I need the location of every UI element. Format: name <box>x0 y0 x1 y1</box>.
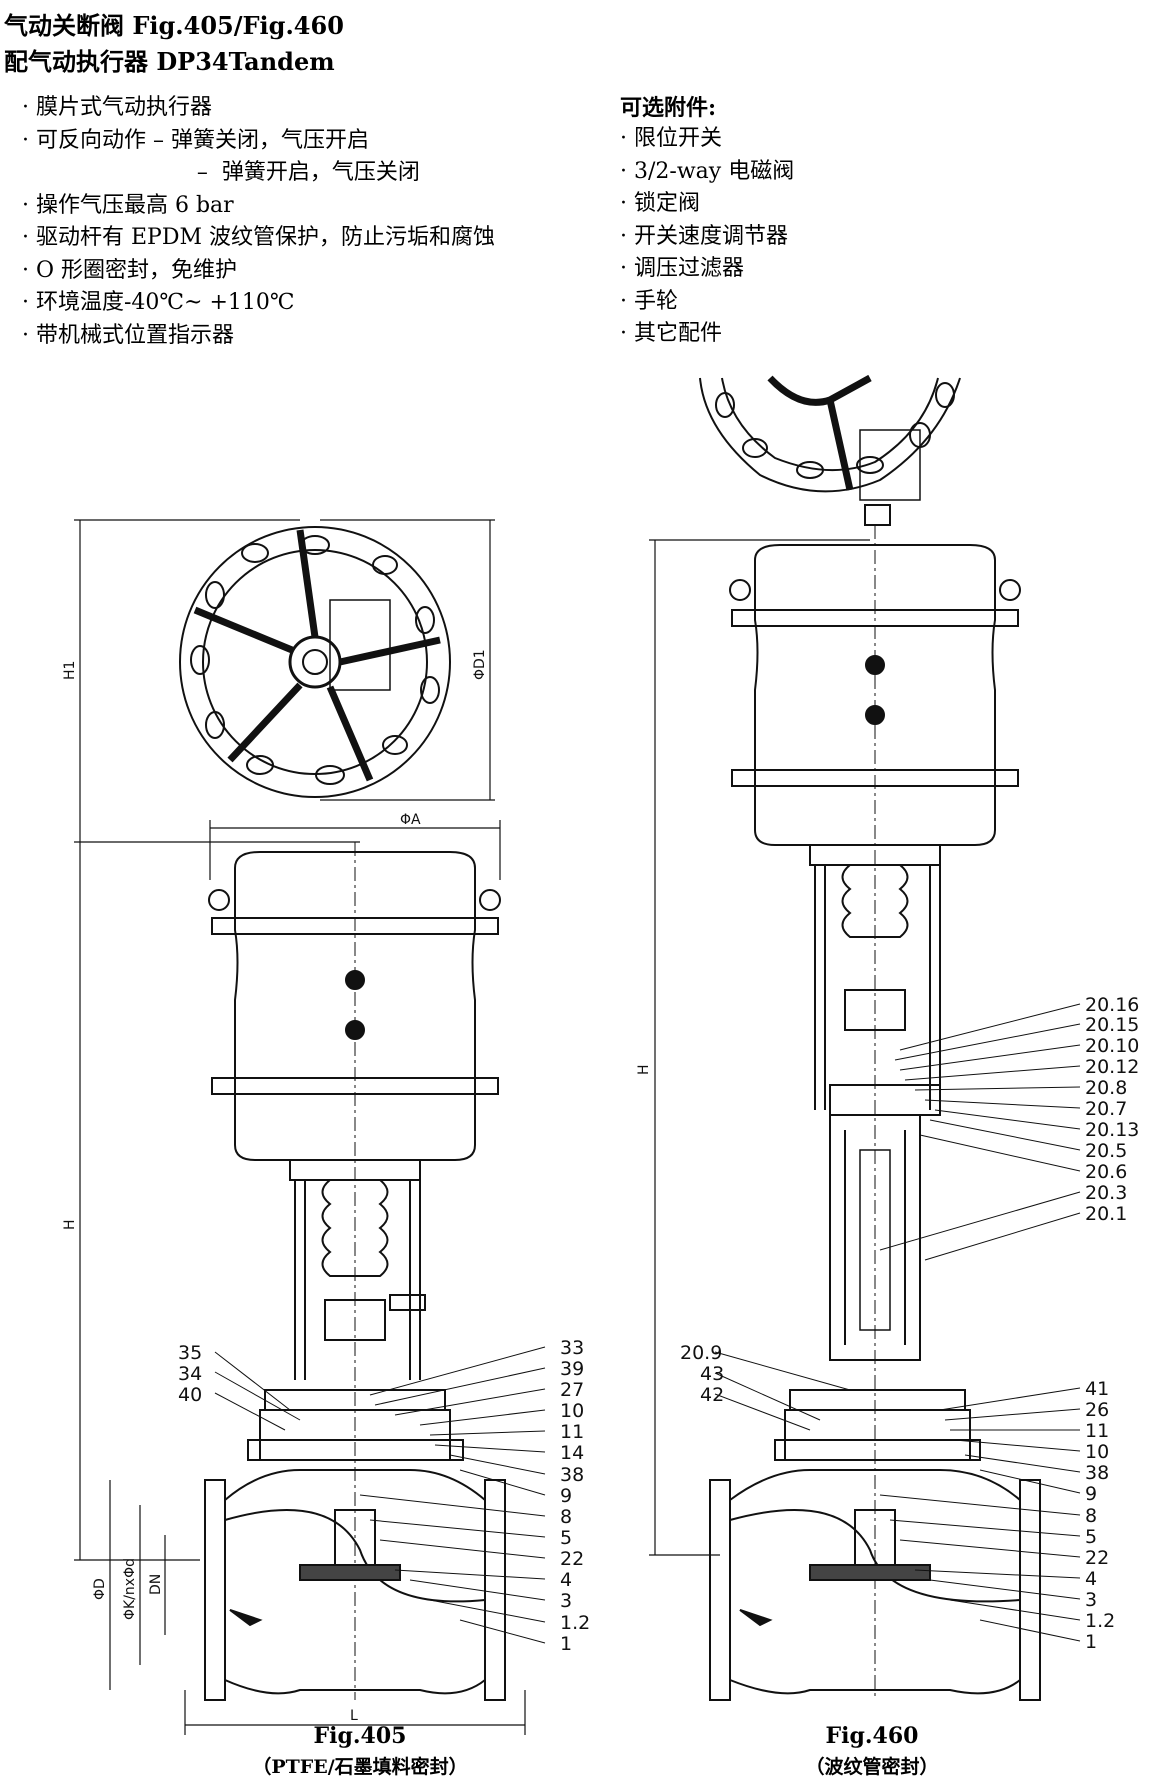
part-label: 5 <box>1085 1526 1097 1548</box>
feature-item: · 驱动杆有 EPDM 波纹管保护，防止污垢和腐蚀 <box>22 225 496 250</box>
fig405-dimension-lines <box>74 519 526 1735</box>
feature-item: · O 形圈密封，免维护 <box>22 257 238 283</box>
feature-item: · 膜片式气动执行器 <box>22 95 212 120</box>
part-label: 41 <box>1085 1378 1109 1400</box>
option-item: · 3/2-way 电磁阀 <box>620 158 795 184</box>
option-item: · 限位开关 <box>620 126 722 151</box>
part-label: 26 <box>1085 1399 1109 1421</box>
part-label: 4 <box>1085 1568 1097 1590</box>
part-label: 33 <box>560 1337 584 1359</box>
feature-item: · 可反向动作 – 弹簧关闭，气压开启 <box>22 127 369 153</box>
fig460-drawing: H <box>636 374 1139 1701</box>
dim-H: H <box>62 1219 78 1230</box>
part-label: 43 <box>700 1363 724 1385</box>
part-label: 38 <box>1085 1462 1109 1484</box>
options-title: 可选附件: <box>620 95 717 121</box>
options-list: · 限位开关 · 3/2-way 电磁阀 · 锁定阀 · 开关速度调节器 · 调… <box>620 123 794 351</box>
part-label: 27 <box>560 1379 584 1401</box>
part-label: 20.9 <box>680 1342 722 1364</box>
part-label: 20.1 <box>1085 1203 1127 1225</box>
page-subtitle: 配气动执行器 DP34Tandem <box>4 47 335 76</box>
part-label: 22 <box>560 1548 584 1570</box>
part-label: 10 <box>560 1400 584 1422</box>
dim-L: L <box>350 1708 358 1724</box>
part-label: 8 <box>1085 1505 1097 1527</box>
fig405-leaders <box>214 1346 546 1644</box>
part-label: 20.13 <box>1085 1119 1139 1141</box>
part-label: 9 <box>1085 1483 1097 1505</box>
part-label: 34 <box>178 1363 202 1385</box>
dim-D1: ΦD1 <box>472 649 488 680</box>
fig460-body <box>709 1389 1041 1701</box>
part-label: 20.7 <box>1085 1098 1127 1120</box>
fig460-subcaption: （波纹管密封） <box>805 1756 939 1778</box>
part-label: 10 <box>1085 1441 1109 1463</box>
fig460-part-labels: 20.16 20.15 20.10 20.12 20.8 20.7 20.13 … <box>680 994 1139 1653</box>
part-label: 20.16 <box>1085 994 1139 1016</box>
part-label: 22 <box>1085 1547 1109 1569</box>
fig460-dimension-lines <box>649 539 870 1556</box>
part-label: 40 <box>178 1384 202 1406</box>
fig460-caption: Fig.460 <box>825 1723 919 1749</box>
dim-A: ΦA <box>400 812 421 828</box>
feature-list: · 膜片式气动执行器 · 可反向动作 – 弹簧关闭，气压开启 – 弹簧开启，气压… <box>22 92 495 352</box>
part-label: 1.2 <box>1085 1610 1115 1632</box>
part-label: 20.6 <box>1085 1161 1127 1183</box>
fig405-subcaption: （PTFE/石墨填料密封） <box>252 1756 468 1778</box>
part-label: 14 <box>560 1442 584 1464</box>
part-label: 5 <box>560 1527 572 1549</box>
feature-item: · 环境温度-40℃~ +110℃ <box>22 290 295 315</box>
part-label: 39 <box>560 1358 584 1380</box>
fig405-drawing: H1 ΦD1 ΦA H ΦD ΦK/nxΦd DN L <box>62 519 590 1735</box>
fig460-yoke <box>814 864 941 1361</box>
part-label: 20.15 <box>1085 1014 1139 1036</box>
part-label: 11 <box>560 1421 584 1443</box>
part-label: 3 <box>560 1590 572 1612</box>
dim-D: ΦD <box>92 1578 108 1600</box>
part-label: 1.2 <box>560 1612 590 1634</box>
part-label: 9 <box>560 1485 572 1507</box>
dim-H1: H1 <box>62 661 78 680</box>
fig460-leaders <box>714 1003 1081 1642</box>
fig405-handwheel <box>179 526 451 798</box>
fig405-yoke <box>294 1179 426 1380</box>
part-label: 8 <box>560 1506 572 1528</box>
part-label: 20.12 <box>1085 1056 1139 1078</box>
fig405-part-labels: 35 34 40 33 39 27 10 11 14 38 9 8 5 22 4… <box>178 1337 590 1655</box>
option-item: · 调压过滤器 <box>620 256 744 281</box>
fig460-handwheel <box>699 374 961 526</box>
part-label: 4 <box>560 1569 572 1591</box>
option-item: · 其它配件 <box>620 321 722 346</box>
feature-item: · 操作气压最高 6 bar <box>22 192 234 218</box>
option-item: · 手轮 <box>620 288 678 314</box>
feature-item: – 弹簧开启，气压关闭 <box>22 160 420 185</box>
part-label: 20.8 <box>1085 1077 1127 1099</box>
part-label: 3 <box>1085 1589 1097 1611</box>
part-label: 20.3 <box>1085 1182 1127 1204</box>
fig405-actuator <box>208 842 501 1700</box>
fig460-actuator <box>729 525 1021 1700</box>
dim-H-460: H <box>636 1064 652 1075</box>
part-label: 20.10 <box>1085 1035 1139 1057</box>
feature-item: · 带机械式位置指示器 <box>22 322 234 348</box>
fig405-caption: Fig.405 <box>313 1723 407 1749</box>
part-label: 1 <box>1085 1631 1097 1653</box>
option-item: · 锁定阀 <box>620 191 700 216</box>
part-label: 38 <box>560 1464 584 1486</box>
part-label: 42 <box>700 1384 724 1406</box>
dim-K: ΦK/nxΦd <box>122 1558 138 1620</box>
part-label: 20.5 <box>1085 1140 1127 1162</box>
part-label: 35 <box>178 1342 202 1364</box>
part-label: 11 <box>1085 1420 1109 1442</box>
option-item: · 开关速度调节器 <box>620 223 788 249</box>
page-title: 气动关断阀 Fig.405/Fig.460 <box>4 11 344 40</box>
dim-DN: DN <box>148 1574 164 1595</box>
part-label: 1 <box>560 1633 572 1655</box>
